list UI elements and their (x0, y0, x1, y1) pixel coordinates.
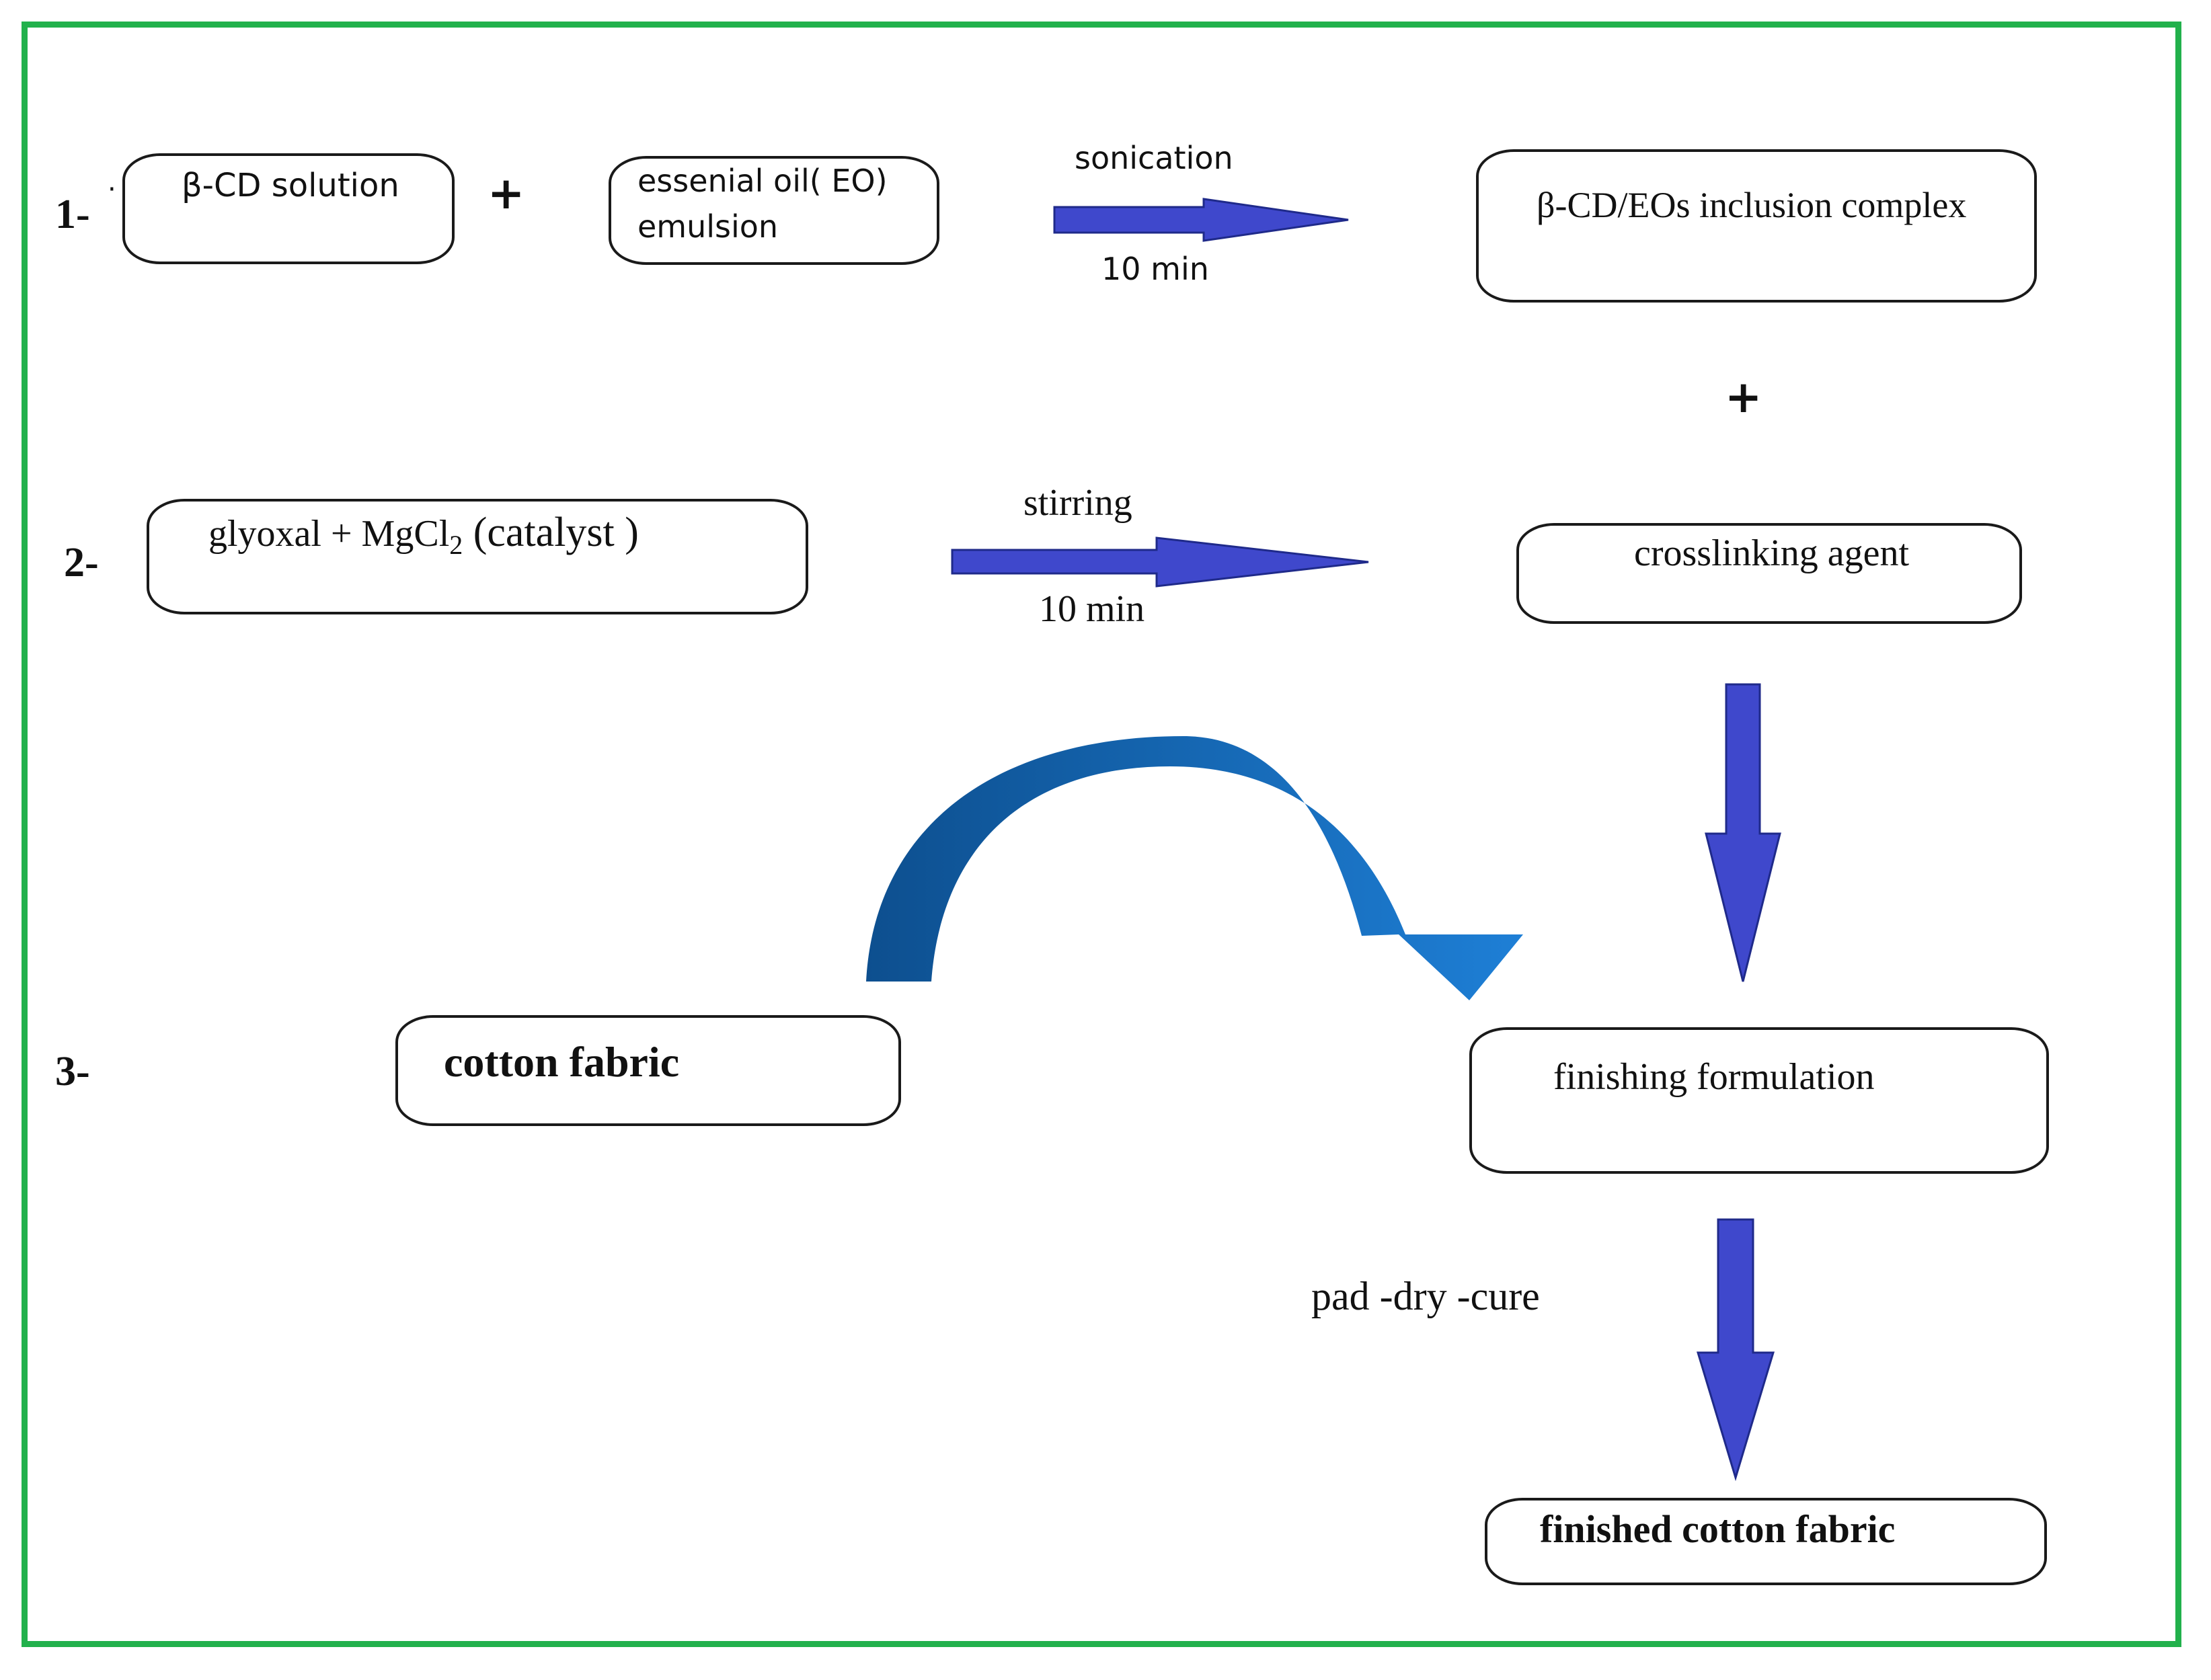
pad-dry-cure-label: pad -dry -cure (1311, 1274, 1540, 1318)
beta-cd-solution-label: β-CD solution (182, 167, 399, 204)
sonication-label: sonication (1075, 140, 1233, 176)
step-label-1: 1- (55, 192, 90, 237)
plus-sign-2: + (1725, 371, 1762, 423)
mgcl-subscript: 2 (449, 530, 463, 561)
finishing-formulation-label: finishing formulation (1553, 1056, 1875, 1098)
finished-cotton-fabric-box (1485, 1498, 2047, 1585)
green-frame (22, 22, 2181, 1647)
emulsion-label: emulsion (637, 208, 779, 245)
glyoxal-mgcl-text: glyoxal + MgCl (208, 513, 450, 555)
cotton-fabric-box (395, 1015, 901, 1126)
step-1-dot: · (108, 174, 116, 205)
stirring-time-label: 10 min (1039, 588, 1145, 630)
step-label-2: 2- (64, 540, 99, 586)
down-arrow-to-formulation (1705, 683, 1781, 982)
essential-oil-emulsion-box (609, 156, 939, 265)
finished-cotton-fabric-label: finished cotton fabric (1540, 1507, 1896, 1551)
inclusion-complex-box (1476, 149, 2037, 303)
step-label-3: 3- (55, 1049, 90, 1094)
essential-oil-label: essenial oil( EO) (637, 163, 888, 199)
plus-sign-1: + (488, 167, 525, 219)
finishing-formulation-box (1469, 1027, 2049, 1174)
curved-arrow-cotton-to-formulation (866, 736, 1523, 1000)
catalyst-text: (catalyst ) (463, 510, 639, 555)
down-arrow-to-finished (1696, 1218, 1775, 1482)
beta-cd-solution-box (122, 153, 455, 264)
inclusion-complex-label: β-CD/EOs inclusion complex (1537, 185, 1967, 225)
cotton-fabric-label: cotton fabric (444, 1038, 680, 1086)
crosslinking-agent-label: crosslinking agent (1634, 532, 1910, 574)
sonication-time-label: 10 min (1101, 251, 1209, 287)
stirring-arrow (951, 536, 1369, 588)
glyoxal-catalyst-box (147, 499, 808, 614)
crosslinking-agent-box (1516, 523, 2022, 624)
glyoxal-catalyst-label: glyoxal + MgCl2 (catalyst ) (208, 510, 639, 560)
sonication-arrow (1053, 198, 1349, 242)
stirring-label: stirring (1023, 482, 1132, 524)
